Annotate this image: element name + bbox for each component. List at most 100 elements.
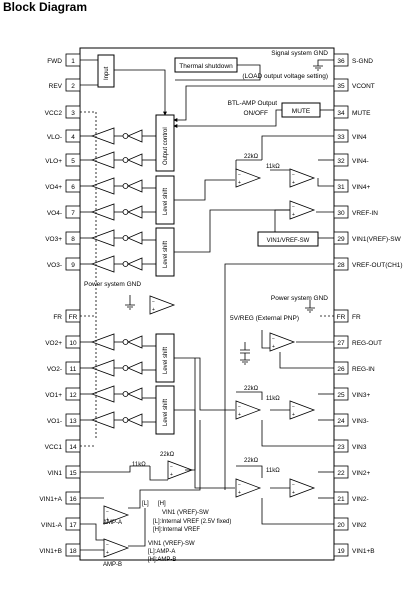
output-buffer xyxy=(80,127,143,145)
svg-text:+: + xyxy=(238,412,241,418)
amp-a-label: AMP-A xyxy=(103,520,122,526)
left-pin-16: 16 VIN1+A xyxy=(39,491,81,505)
svg-text:+: + xyxy=(292,212,295,218)
svg-text:−: − xyxy=(292,172,295,178)
right-pin-number: 27 xyxy=(337,340,345,347)
output-buffer xyxy=(80,255,143,273)
op-amp: −+ xyxy=(269,332,296,352)
input-block: Input xyxy=(97,54,115,88)
vreg-note: 5V/REG (External PNP) xyxy=(230,315,299,322)
op-amp: −+ xyxy=(289,400,316,420)
r22k-label-2: 22kΩ xyxy=(244,386,259,392)
thermal-shutdown-block: Thermal shutdown xyxy=(174,57,238,73)
right-pin-number: 20 xyxy=(337,522,345,529)
output-buffer xyxy=(80,203,143,221)
right-pin-number: FR xyxy=(337,314,346,321)
left-pin-number: 18 xyxy=(69,548,77,555)
right-pin-label: VCONT xyxy=(352,83,375,90)
btl-amp-note-1: BTL-AMP Output xyxy=(228,100,278,107)
svg-text:−: − xyxy=(106,509,109,515)
left-pin-number: 1 xyxy=(71,58,75,65)
left-pin-number: FR xyxy=(69,314,78,321)
svg-text:+: + xyxy=(152,307,155,313)
right-pin-21: 21 VIN2- xyxy=(333,491,369,505)
r11k-label-2: 11kΩ xyxy=(266,396,280,402)
right-pin-number: 28 xyxy=(337,262,345,269)
internal-vref-h-note: [H]:Internal VREF xyxy=(153,527,200,533)
left-pin-number: 3 xyxy=(71,110,75,117)
left-pin-number: 5 xyxy=(71,158,75,165)
left-pin-1: 1 FWD xyxy=(47,53,81,67)
left-pin-number: 10 xyxy=(69,340,77,347)
svg-text:+: + xyxy=(170,472,173,478)
right-pin-number: 24 xyxy=(337,418,345,425)
r22k-label-3: 22kΩ xyxy=(244,458,259,464)
right-pin-label: VIN2- xyxy=(352,496,369,503)
ic-outline xyxy=(79,47,335,561)
left-pin-number: 4 xyxy=(71,134,75,141)
right-pin-label: MUTE xyxy=(352,110,371,117)
right-pin-number: 21 xyxy=(337,496,345,503)
svg-text:+: + xyxy=(292,412,295,418)
right-pin-label: VIN3+ xyxy=(352,392,370,399)
right-pin-label: VIN2+ xyxy=(352,470,370,477)
r11k-label-1: 11kΩ xyxy=(266,164,280,170)
power-gnd-right-note: Power system GND xyxy=(271,295,328,302)
input-block-label: Input xyxy=(104,66,110,80)
right-pin-label: VIN3- xyxy=(352,418,369,425)
left-pin-label: VO2- xyxy=(47,366,62,373)
right-pin-number: 19 xyxy=(337,548,345,555)
left-pin-number: 14 xyxy=(69,444,77,451)
left-pin-number: 7 xyxy=(71,210,75,217)
left-pin-label: VIN1-A xyxy=(41,522,63,529)
left-pin-label: VIN1+A xyxy=(39,496,62,503)
btl-amp-note-2: ON/OFF xyxy=(243,110,268,117)
left-pin-number: 8 xyxy=(71,236,75,243)
svg-text:−: − xyxy=(238,404,241,410)
left-pin-number: 16 xyxy=(69,496,77,503)
right-pin-number: 23 xyxy=(337,444,345,451)
right-pin-label: VIN4+ xyxy=(352,184,370,191)
svg-text:−: − xyxy=(106,542,109,548)
left-pin-label: REV xyxy=(49,83,63,90)
right-pin-number: 26 xyxy=(337,366,345,373)
left-pin-label: FWD xyxy=(47,58,62,65)
output-buffer xyxy=(80,385,143,403)
op-amps: −+−+−+−+−+−+−+−+−+−+−+−+ xyxy=(103,168,316,558)
svg-text:−: − xyxy=(170,464,173,470)
vin1-vref-sw-label: VIN1/VREF-SW xyxy=(267,238,310,244)
op-amp: −+ xyxy=(103,538,130,558)
svg-text:+: + xyxy=(292,490,295,496)
vin1-vref-sw-note-2: VIN1 (VREF)-SW xyxy=(148,541,195,547)
right-pin-number: 32 xyxy=(337,158,345,165)
op-amp: −+ xyxy=(235,168,262,188)
left-pin-number: 6 xyxy=(71,184,75,191)
right-pin-label: REG-OUT xyxy=(352,340,382,347)
op-amp: −+ xyxy=(289,200,316,220)
block-diagram: 1FWD2REV3VCC24VLO-5VLO+6VO4+7VO4-8VO3+9V… xyxy=(39,47,403,568)
left-pin-label: VIN1 xyxy=(48,470,63,477)
svg-text:+: + xyxy=(272,344,275,350)
op-amp: −+ xyxy=(289,478,316,498)
svg-text:+: + xyxy=(106,550,109,556)
svg-text:−: − xyxy=(292,482,295,488)
level-shift-label-4: Level shift xyxy=(163,399,169,426)
op-amp: −+ xyxy=(103,505,130,525)
